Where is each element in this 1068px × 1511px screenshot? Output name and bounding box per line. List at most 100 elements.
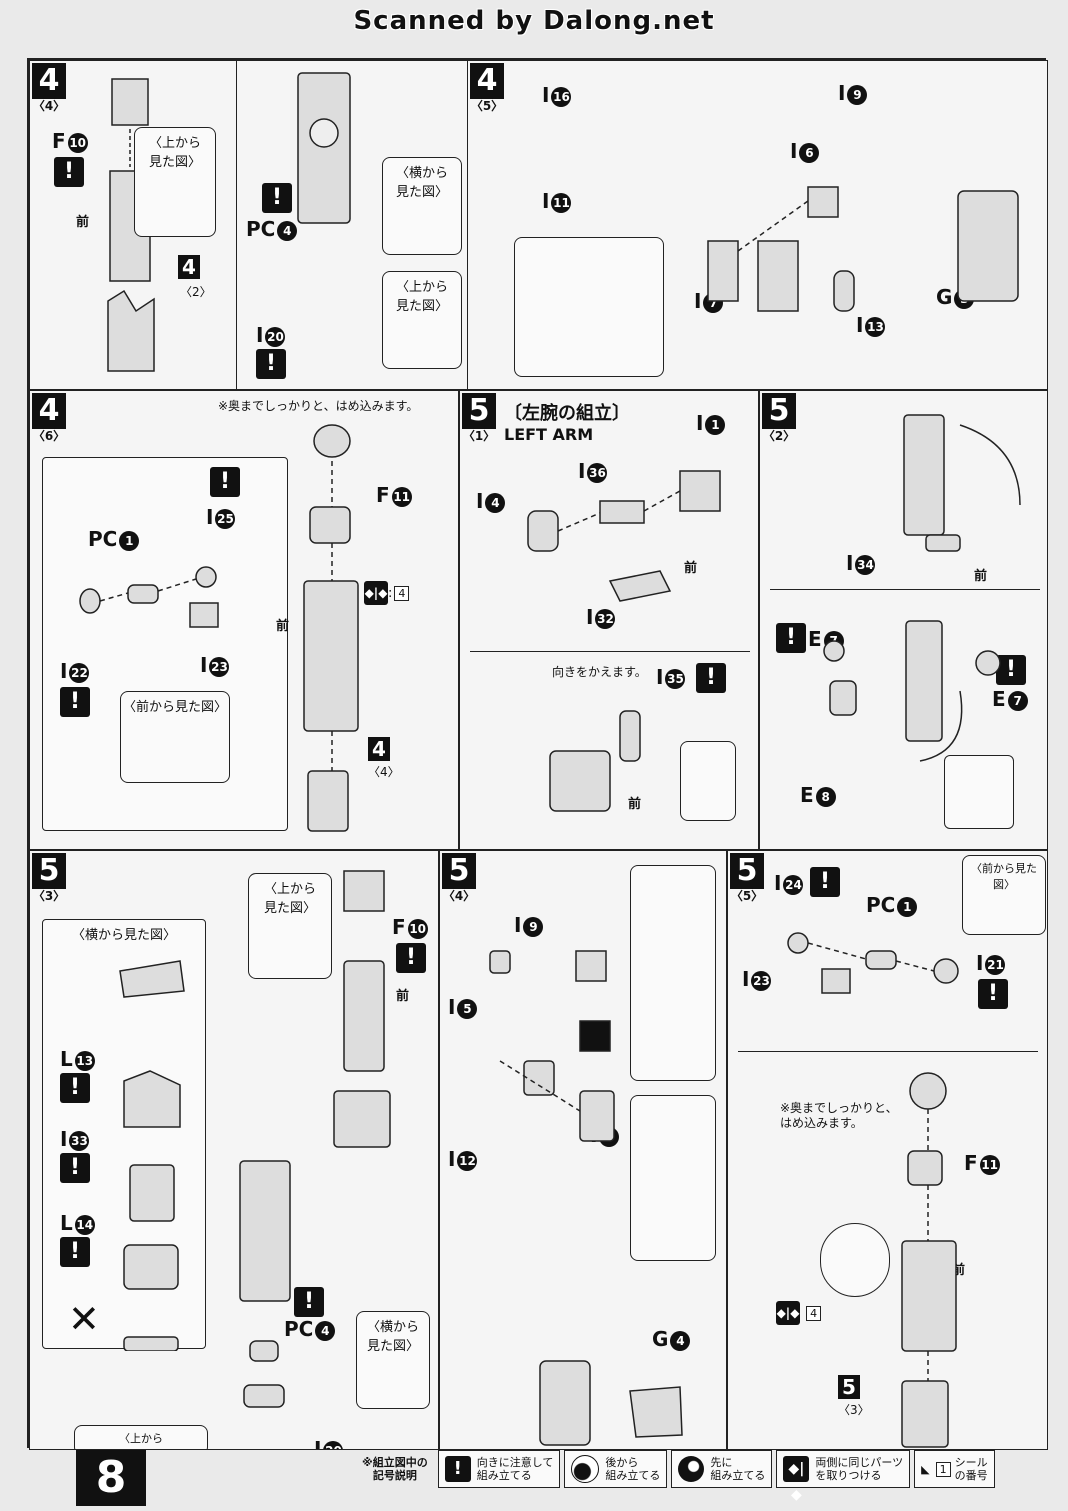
torso-drawing bbox=[539, 1360, 683, 1446]
legend-item-later: 後から 組み立てる bbox=[564, 1450, 668, 1488]
front-label-2: 前 bbox=[628, 797, 642, 812]
assembly-note: ※奥までしっかりと、はめ込みます。 bbox=[218, 399, 419, 413]
caution-icon: ! bbox=[444, 1456, 471, 1482]
page-number: 8 bbox=[76, 1450, 146, 1506]
step-sub: 〈6〉 bbox=[32, 429, 66, 443]
assemble-first-icon bbox=[678, 1456, 705, 1482]
step-ref-sub: 〈3〉 bbox=[838, 1403, 870, 1417]
step-sub: 〈1〉 bbox=[462, 429, 496, 443]
lower-leg-drawing bbox=[333, 870, 391, 1148]
caution-icon: ! bbox=[810, 867, 840, 897]
panel-step-5-2: 5 〈2〉 I34 前 前 ! E7 ! E7 E8 bbox=[759, 390, 1048, 850]
step-ref-4-4: 4 bbox=[368, 737, 390, 761]
side-view-callout: 〈横から 見た図〉 bbox=[382, 157, 462, 255]
both-sides-icon: ◆|◆ bbox=[783, 1456, 810, 1503]
front-view-callout: 〈前から見た図〉 bbox=[120, 691, 230, 783]
caution-icon: ! bbox=[696, 663, 726, 693]
sticker-indicator: ◆|◆ 4 bbox=[776, 1301, 822, 1325]
caution-icon: ! bbox=[210, 467, 240, 497]
forearm-drawing bbox=[549, 710, 641, 812]
caution-icon-5: ! bbox=[294, 1287, 324, 1317]
legend-item-both-sides: ◆|◆両側に同じパーツ を取りつける bbox=[776, 1450, 911, 1503]
front-label: 前 bbox=[396, 989, 410, 1004]
step-ref-sub: 〈2〉 bbox=[180, 285, 212, 299]
top-view-callout-2: 〈上から 見た図〉 bbox=[382, 271, 462, 369]
step-badge: 4 〈6〉 bbox=[32, 393, 66, 443]
caution-icon-2: ! bbox=[996, 655, 1026, 685]
divider bbox=[236, 61, 237, 389]
caution-icon-2: ! bbox=[978, 979, 1008, 1009]
caution-icon: ! bbox=[776, 623, 806, 653]
part-label-i20: I20 bbox=[314, 1437, 344, 1449]
step-ref-4: 4 bbox=[178, 255, 200, 279]
step-badge: 5 〈3〉 bbox=[32, 853, 66, 903]
symbol-legend: ※組立図中の 記号説明 !向きに注意して 組み立てる 後から 組み立てる 先に … bbox=[356, 1450, 999, 1503]
detail-callout bbox=[820, 1223, 890, 1297]
detail-callout bbox=[944, 755, 1014, 829]
step-sub: 〈3〉 bbox=[32, 889, 66, 903]
section-title: 〔左腕の組立〕 bbox=[504, 403, 630, 424]
step-sub: 〈5〉 bbox=[730, 889, 764, 903]
step-number: 5 bbox=[730, 853, 764, 889]
legend-head: ※組立図中の 記号説明 bbox=[356, 1451, 434, 1487]
caution-icon-2: ! bbox=[60, 687, 90, 717]
leg-frame-drawing bbox=[239, 1160, 291, 1408]
top-view-callout: 〈上から 見た図〉 bbox=[248, 873, 332, 979]
step-number: 5 bbox=[32, 853, 66, 889]
knee-joint-drawing bbox=[787, 932, 959, 994]
top-view-callout-2: 〈上から 見た図〉 bbox=[74, 1425, 208, 1449]
detail-callout bbox=[680, 741, 736, 821]
rotate-note: 向きをかえます。 bbox=[552, 665, 647, 679]
step-number: 5 bbox=[762, 393, 796, 429]
wrong-mark-icon: ✕ bbox=[68, 1297, 100, 1341]
caution-icon-4: ! bbox=[396, 943, 426, 973]
head-assembly-drawing bbox=[707, 186, 855, 312]
step-sub: 〈4〉 bbox=[32, 99, 66, 113]
foot-assembly-drawing bbox=[119, 960, 185, 1351]
sticker-indicator: ◆|◆:4 bbox=[364, 581, 410, 605]
arm-rotate-drawing bbox=[903, 414, 1021, 552]
leg-assembly-drawing bbox=[901, 1072, 957, 1448]
step-number: 4 bbox=[470, 63, 504, 99]
step-badge: 4 〈4〉 bbox=[32, 63, 66, 113]
panel-step-5-4: 5 〈4〉 I9 I5 I12 I8 I17 I10 I15 I10 G4 bbox=[439, 850, 727, 1450]
assembly-note: ※奥までしっかりと、 はめ込みます。 bbox=[780, 1101, 898, 1130]
legend-item-first: 先に 組み立てる bbox=[671, 1450, 773, 1488]
detail-callout-2 bbox=[630, 1095, 716, 1261]
divider bbox=[470, 651, 750, 652]
caution-icon: ! bbox=[54, 157, 84, 187]
caution-icon-2: ! bbox=[262, 183, 292, 213]
front-view-callout: 〈前から見た図〉 bbox=[962, 855, 1046, 935]
step-number: 4 bbox=[32, 63, 66, 99]
step-number: 5 bbox=[462, 393, 496, 429]
step-sub: 〈2〉 bbox=[762, 429, 796, 443]
body-drawing bbox=[957, 190, 1019, 302]
front-label: 前 bbox=[276, 619, 290, 634]
section-subtitle: LEFT ARM bbox=[504, 425, 594, 444]
side-view-callout: 〈横から 見た図〉 bbox=[356, 1311, 430, 1409]
